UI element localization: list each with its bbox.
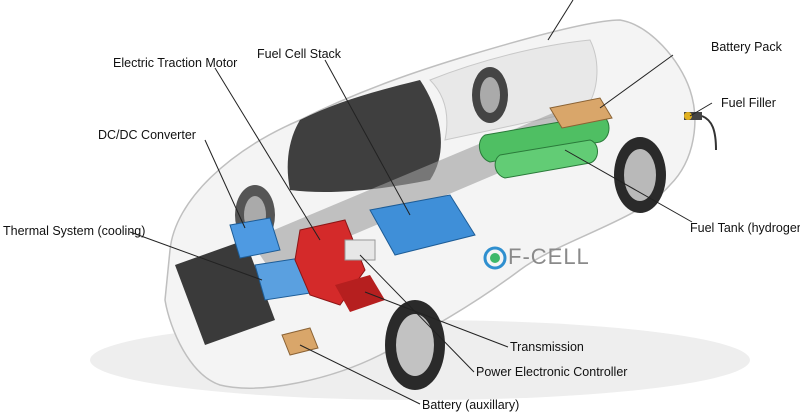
leader-battery-pack bbox=[599, 54, 674, 109]
leader-fuel-filler bbox=[689, 102, 713, 117]
leader-lines bbox=[129, 0, 713, 405]
dc-dc-converter bbox=[229, 217, 281, 259]
leader-top bbox=[547, 0, 574, 41]
label-thermal-system: Thermal System (cooling) bbox=[3, 224, 146, 238]
label-fuel-filler: Fuel Filler bbox=[721, 96, 776, 110]
label-transmission: Transmission bbox=[510, 340, 584, 354]
leader-transmission bbox=[364, 291, 509, 348]
label-electric-traction-motor: Electric Traction Motor bbox=[113, 56, 238, 70]
power-electronic-controller-unit bbox=[344, 239, 376, 261]
windshield bbox=[287, 80, 441, 192]
label-fuel-tank: Fuel Tank (hydrogen) bbox=[690, 221, 800, 235]
leader-electric-traction-motor bbox=[214, 67, 321, 241]
label-dc-dc-converter: DC/DC Converter bbox=[98, 128, 196, 142]
battery-pack bbox=[549, 97, 613, 129]
brand-text: F-CELL bbox=[508, 244, 590, 269]
leader-battery-auxiliary bbox=[299, 344, 421, 405]
leader-dc-dc-converter bbox=[204, 139, 246, 229]
label-battery-pack: Battery Pack bbox=[711, 40, 782, 54]
leader-thermal-system bbox=[129, 231, 263, 281]
fuel-filler-nozzle bbox=[684, 112, 717, 151]
front-grille bbox=[175, 240, 275, 345]
leader-fuel-tank bbox=[564, 149, 693, 223]
rear-wheel-far bbox=[472, 67, 508, 123]
leader-fuel-cell-stack bbox=[324, 59, 411, 216]
auxiliary-battery bbox=[281, 327, 319, 356]
leader-power-electronic-controller bbox=[359, 254, 475, 373]
label-battery-auxiliary: Battery (auxillary) bbox=[422, 398, 520, 412]
front-wheel bbox=[385, 300, 445, 390]
fuel-cell-stack bbox=[369, 194, 476, 256]
transmission-block bbox=[335, 275, 385, 312]
label-power-electronic-controller: Power Electronic Controller bbox=[476, 365, 628, 379]
rear-wheel bbox=[614, 137, 666, 213]
fcell-logo bbox=[483, 246, 507, 270]
label-fuel-cell-stack: Fuel Cell Stack bbox=[257, 47, 342, 61]
